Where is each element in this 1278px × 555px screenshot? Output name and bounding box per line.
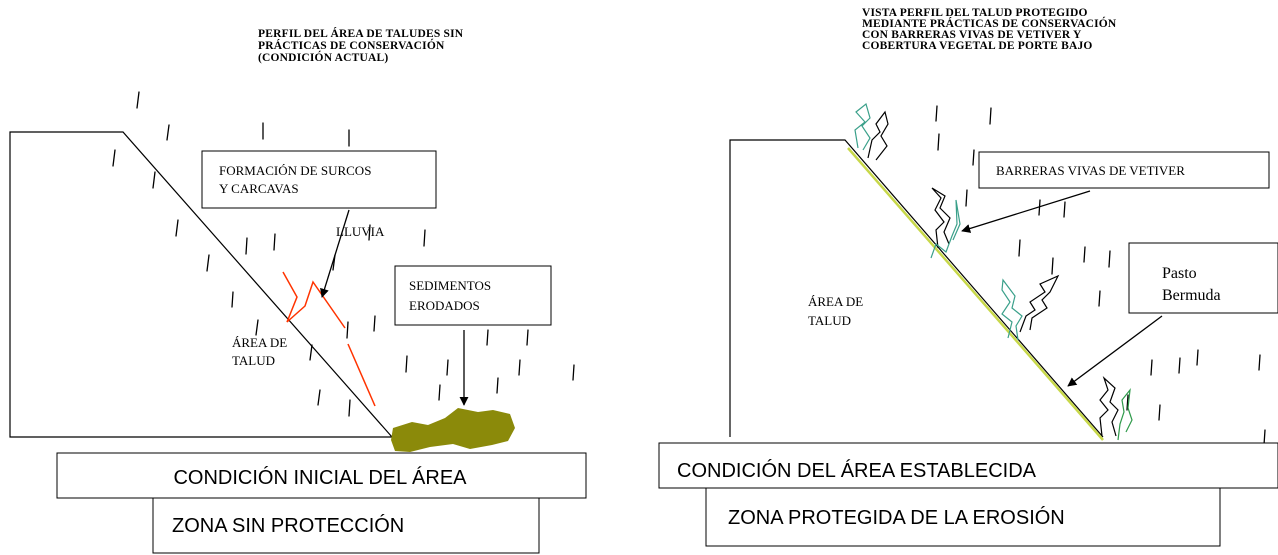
callout-pasto-box (1128, 242, 1278, 314)
right-area-label: ÁREA DE TALUD (808, 294, 867, 328)
arrow-pasto (1067, 315, 1163, 387)
left-zone-box (152, 497, 540, 554)
right-zone-box (705, 487, 1221, 547)
left-rain-marks (112, 91, 575, 417)
callout-sedimentos-line-2: ERODADOS (409, 298, 480, 313)
arrow-vetiver (961, 190, 1091, 233)
left-condition-label: CONDICIÓN INICIAL DEL ÁREA (173, 466, 467, 489)
callout-pasto-text: Pasto Bermuda (1162, 265, 1221, 304)
callout-sedimentos-box (394, 265, 552, 326)
right-panel: VISTA PERFIL DEL TALUD PROTEGIDO MEDIANT… (658, 7, 1278, 547)
grass-cover-line (847, 147, 1104, 441)
right-condition-box (658, 442, 1278, 489)
right-title-line-2: MEDIANTE PRÁCTICAS DE CONSERVACIÓN (862, 16, 1117, 30)
right-area-label-line-1: ÁREA DE (808, 294, 863, 309)
left-panel: PERFIL DEL ÁREA DE TALUDES SIN PRÁCTICAS… (9, 26, 587, 554)
right-slope-profile (729, 139, 1104, 438)
right-area-label-line-2: TALUD (808, 313, 851, 328)
left-slope-profile (9, 131, 393, 438)
left-title-line-2: PRÁCTICAS DE CONSERVACIÓN (258, 38, 445, 52)
callout-surcos-line-2: Y CARCAVAS (219, 181, 299, 196)
vetiver-barrier-1 (854, 102, 889, 161)
left-area-label-line-2: TALUD (232, 353, 275, 368)
left-condition-box (56, 452, 587, 499)
callout-surcos-text: FORMACIÓN DE SURCOS Y CARCAVAS (219, 163, 375, 196)
callout-sedimentos-text: SEDIMENTOS ERODADOS (409, 278, 494, 313)
left-area-label-line-1: ÁREA DE (232, 335, 287, 350)
left-title-line-1: PERFIL DEL ÁREA DE TALUDES SIN (258, 26, 464, 40)
callout-surcos-box (201, 150, 437, 209)
sediment-deposit (391, 408, 515, 452)
left-title: PERFIL DEL ÁREA DE TALUDES SIN PRÁCTICAS… (258, 26, 466, 64)
vetiver-barrier-2 (930, 187, 961, 259)
right-condition-label: CONDICIÓN DEL ÁREA ESTABLECIDA (677, 459, 1037, 482)
left-gully-lines (282, 271, 376, 407)
callout-surcos-line-1: FORMACIÓN DE SURCOS (219, 163, 371, 178)
callout-pasto-line-2: Bermuda (1162, 287, 1221, 304)
lluvia-label: LLUVIA (336, 224, 385, 239)
vetiver-barrier-3 (1001, 274, 1060, 341)
arrow-surcos (320, 209, 350, 298)
left-zone-label: ZONA SIN PROTECCIÓN (172, 514, 404, 537)
right-title-line-3: CON BARRERAS VIVAS DE VETIVER Y (862, 29, 1082, 41)
right-rain-marks (935, 105, 1266, 446)
right-title-line-4: COBERTURA VEGETAL DE PORTE BAJO (862, 40, 1093, 52)
left-area-label: ÁREA DE TALUD (232, 335, 291, 368)
right-title-line-1: VISTA PERFIL DEL TALUD PROTEGIDO (862, 7, 1088, 19)
right-title: VISTA PERFIL DEL TALUD PROTEGIDO MEDIANT… (862, 7, 1120, 52)
callout-vetiver-box (978, 151, 1270, 189)
right-zone-label: ZONA PROTEGIDA DE LA EROSIÓN (728, 506, 1065, 529)
left-title-line-3: (CONDICIÓN ACTUAL) (258, 50, 388, 64)
callout-pasto-line-1: Pasto (1162, 265, 1197, 282)
vetiver-barrier-4 (1099, 376, 1133, 441)
callout-sedimentos-line-1: SEDIMENTOS (409, 278, 491, 293)
callout-vetiver-text: BARRERAS VIVAS DE VETIVER (996, 163, 1185, 178)
